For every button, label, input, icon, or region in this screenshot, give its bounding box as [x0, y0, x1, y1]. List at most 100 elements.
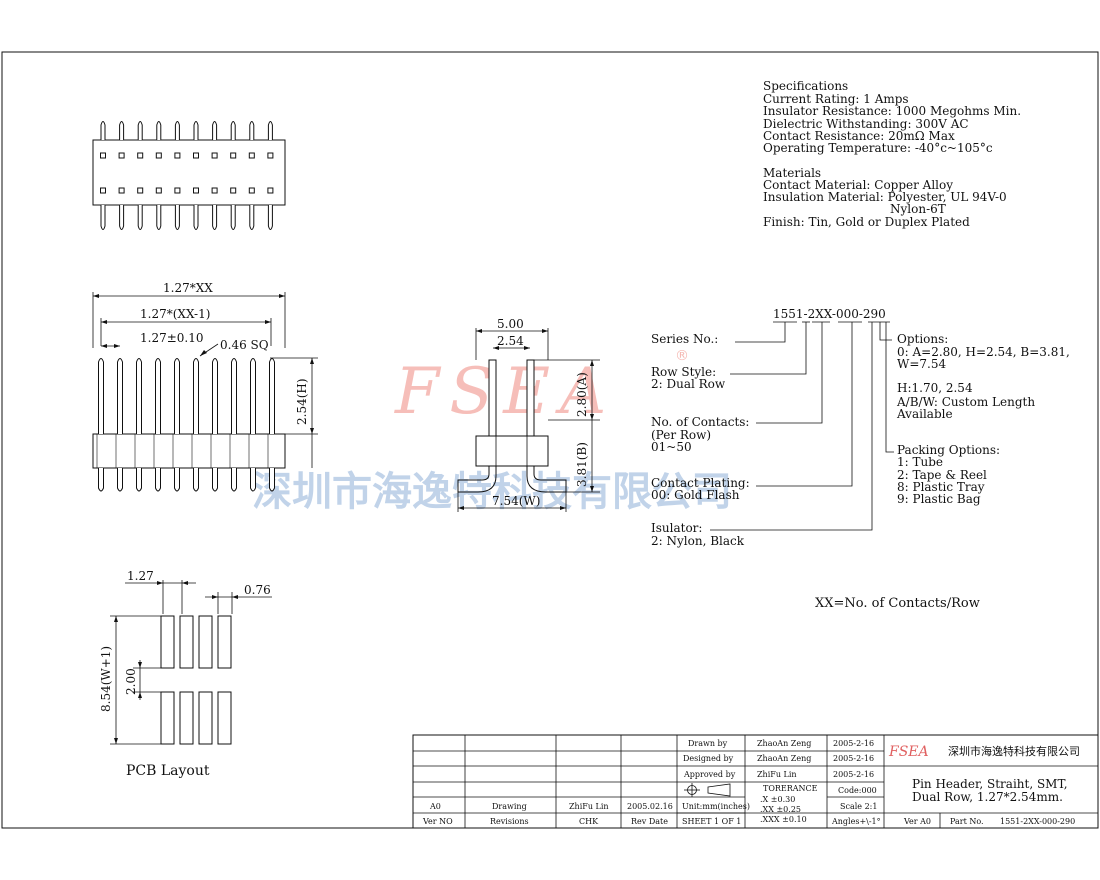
designed-by-label: Designed by — [683, 754, 734, 763]
front-housing — [92, 433, 286, 469]
specifications: Specifications Current Rating: 1 Amps In… — [763, 79, 1021, 229]
material-line: Nylon-6T — [890, 202, 946, 216]
approved-by-name: ZhiFu Lin — [757, 770, 797, 779]
top-pin-upper — [193, 121, 199, 140]
rev-version: A0 — [429, 802, 441, 811]
top-pin-upper — [267, 121, 273, 140]
part-code-number: 1551-2XX-000-290 — [773, 307, 886, 321]
front-pin-tail — [136, 468, 142, 492]
spec-line: Operating Temperature: -40°c~105°c — [763, 141, 993, 155]
dim-top-label: 5.00 — [497, 317, 524, 331]
header-chk: CHK — [579, 817, 599, 826]
front-pin-tail — [269, 468, 275, 492]
material-line: Contact Material: Copper Alloy — [763, 178, 953, 192]
top-pin-square — [100, 187, 106, 194]
dim-h-label: 2.54(H) — [295, 378, 309, 425]
row-style-label: Row Style: — [651, 365, 716, 379]
spec-line: Current Rating: 1 Amps — [763, 92, 909, 106]
top-pin-lower — [267, 205, 273, 230]
top-pin-square — [248, 152, 255, 159]
header-revisions: Revisions — [490, 817, 529, 826]
pcb-pad — [179, 691, 194, 745]
options-line: A/B/W: Custom Length — [896, 395, 1035, 409]
packing-label: Packing Options: — [897, 443, 1000, 457]
top-pin-lower — [156, 205, 162, 230]
top-pin-square — [211, 187, 218, 194]
side-housing — [475, 435, 549, 467]
front-pin-tail — [193, 468, 199, 492]
top-pin-square — [137, 187, 144, 194]
front-pin — [250, 358, 256, 434]
top-pin-square — [193, 187, 199, 194]
drawn-by-date: 2005-2-16 — [833, 739, 874, 748]
top-housing — [92, 139, 286, 206]
top-pin-lower — [137, 205, 143, 230]
top-pin-lower — [100, 205, 106, 230]
dim-total-label: 1.27*XX — [163, 281, 213, 295]
front-pin-tail — [98, 468, 104, 492]
insulator-label: Isulator: — [651, 521, 702, 535]
pcb-pad — [217, 615, 232, 669]
drawn-by-label: Drawn by — [688, 739, 728, 748]
options-label: Options: — [897, 332, 948, 346]
pcb-pad — [198, 615, 213, 669]
title-block: Drawn by ZhaoAn Zeng 2005-2-16 Designed … — [412, 734, 1099, 829]
top-pin-square — [267, 187, 274, 194]
company-brand-logo: FSEA — [888, 744, 929, 760]
watermark-registered-mark: ® — [675, 348, 689, 364]
options-line: Available — [896, 407, 953, 421]
company-name: 深圳市海逸特科技有限公司 — [948, 744, 1080, 758]
front-pin — [174, 358, 180, 434]
dim-a-label: 2.80(A) — [575, 372, 589, 417]
top-pin-square — [248, 187, 255, 194]
drawing-version: Ver A0 — [903, 817, 931, 826]
rev-description: Drawing — [492, 802, 527, 811]
top-pin-lower — [249, 205, 255, 230]
designed-by-name: ZhaoAn Zeng — [757, 754, 811, 763]
contacts-label: No. of Contacts: — [651, 415, 749, 429]
scale-label: Scale 2:1 — [840, 802, 877, 811]
top-pin-square — [137, 152, 144, 159]
watermark: FSEA ® 深圳市海逸特科技有限公司 — [252, 348, 732, 515]
pcb-layout: 1.27 0.76 8.54(W+1) 2.00 PCB Layout — [99, 569, 272, 779]
projection-symbol-icon — [684, 783, 731, 797]
header-ver-no: Ver NO — [422, 817, 453, 826]
top-pin-square — [155, 152, 162, 159]
packing-line: 1: Tube — [897, 455, 943, 469]
pcb-pad — [160, 615, 175, 669]
dim-minus-label: 1.27*(XX-1) — [140, 307, 210, 321]
spec-line: Dielectric Withstanding: 300V AC — [763, 117, 969, 131]
series-label: Series No.: — [651, 332, 718, 346]
top-pin-square — [267, 152, 274, 159]
sheet-label: SHEET 1 OF 1 — [682, 817, 741, 826]
options-line: H:1.70, 2.54 — [897, 381, 973, 395]
units-label: Unit:mm(inches) — [682, 802, 750, 811]
dim-w-label: 7.54(W) — [492, 494, 540, 508]
row-style-value: 2: Dual Row — [651, 377, 726, 391]
top-pin-square — [174, 187, 181, 194]
options-line: W=7.54 — [897, 357, 946, 371]
top-view — [92, 121, 286, 230]
top-pin-square — [230, 187, 237, 194]
pcb-pad — [198, 691, 213, 745]
top-pin-square — [118, 152, 125, 159]
top-pin-lower — [193, 205, 199, 230]
rev-checker: ZhiFu Lin — [569, 802, 609, 811]
spec-line: Contact Resistance: 20mΩ Max — [763, 129, 955, 143]
pcb-dim-total: 8.54(W+1) — [99, 646, 113, 712]
front-pin-tail — [117, 468, 123, 492]
front-pin — [269, 358, 275, 434]
angles-label: Angles+\-1° — [831, 817, 881, 826]
pcb-dim-pad: 0.76 — [244, 583, 271, 597]
top-pin-upper — [174, 121, 180, 140]
front-view: 1.27*XX 1.27*(XX-1) 1.27±0.10 0.46 SQ 2.… — [92, 281, 318, 492]
dim-pitch-side-label: 2.54 — [497, 334, 524, 348]
front-pin — [98, 358, 104, 434]
top-pin-square — [230, 152, 237, 159]
material-line: Finish: Tin, Gold or Duplex Plated — [763, 215, 970, 229]
top-pin-square — [174, 152, 181, 159]
pcb-pad — [160, 691, 175, 745]
approved-by-date: 2005-2-16 — [833, 770, 874, 779]
designed-by-date: 2005-2-16 — [833, 754, 874, 763]
